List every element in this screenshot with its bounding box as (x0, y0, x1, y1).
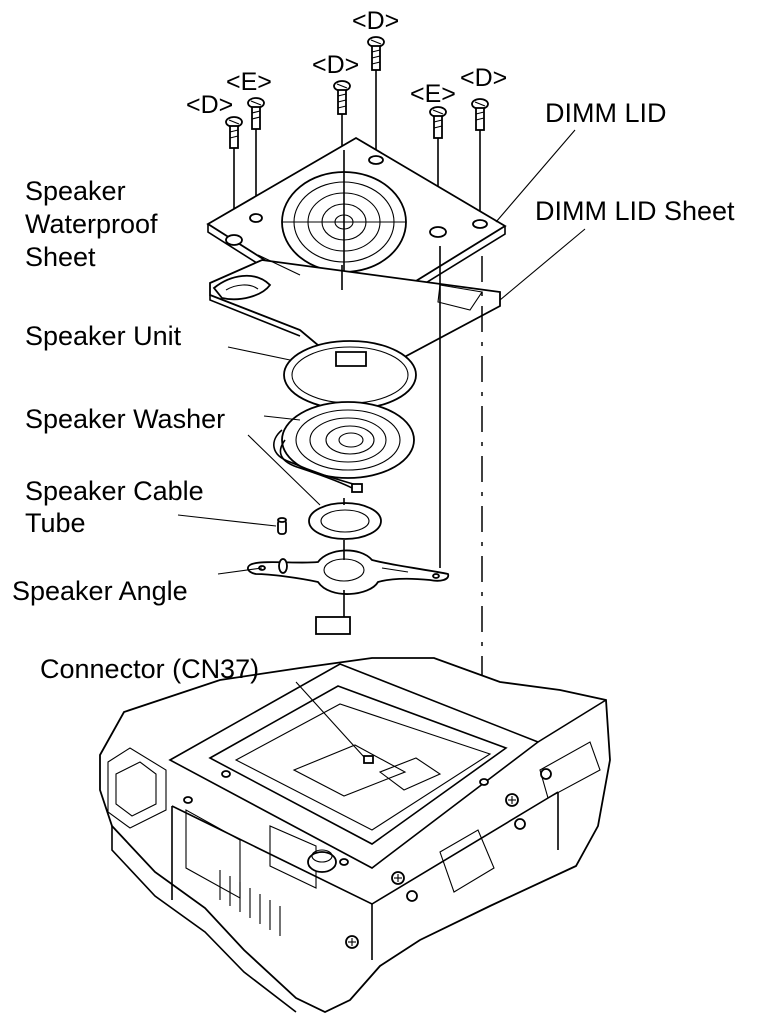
speaker-pad (315, 616, 351, 635)
label-dimm-lid: DIMM LID (545, 98, 667, 128)
screw-d-right (471, 98, 489, 218)
speaker-angle (247, 549, 450, 595)
speaker-washer (308, 502, 382, 540)
alignment-lines (341, 246, 483, 770)
leader-speaker-angle (217, 567, 263, 575)
leader-speaker-washer (247, 434, 321, 506)
screw-label-d-left: <D> (186, 91, 233, 119)
label-line: Waterproof (25, 209, 158, 239)
label-speaker-angle: Speaker Angle (12, 576, 188, 606)
label-connector: Connector (CN37) (40, 654, 259, 684)
label-speaker-cable-tube: Speaker Cable Tube (25, 476, 204, 538)
base-screw-icon (345, 768, 552, 949)
screw-d-top (367, 36, 385, 155)
speaker (273, 401, 415, 493)
label-speaker-washer: Speaker Washer (25, 404, 225, 434)
leader-waterproof-sheet (257, 254, 301, 276)
leader-dimm-lid-sheet (499, 228, 586, 301)
label-line: Speaker (25, 176, 126, 206)
screw-label-d-center: <D> (312, 51, 359, 79)
speaker-waterproof-sheet (212, 274, 272, 301)
leader-speaker-unit (227, 346, 291, 361)
screw-label-e-left: <E> (226, 68, 272, 96)
label-speaker-waterproof-sheet: Speaker Waterproof Sheet (25, 176, 158, 272)
vent-slots (219, 870, 281, 936)
screw-label-d-right: <D> (460, 64, 507, 92)
speaker-unit-ring (283, 340, 417, 410)
screw-d-center (333, 80, 351, 170)
label-speaker-unit: Speaker Unit (25, 321, 182, 351)
screw-label-e-right: <E> (410, 80, 456, 108)
leader-dimm-lid (495, 129, 576, 223)
label-line: Speaker Cable (25, 476, 204, 506)
label-line: Tube (25, 508, 86, 538)
leader-connector (295, 681, 365, 758)
leader-cable-tube (177, 514, 277, 527)
dimm-lid (206, 136, 507, 327)
label-line: Sheet (25, 242, 96, 272)
speaker-cable-tube (277, 517, 287, 535)
screw-label-d-top: <D> (352, 7, 399, 35)
label-dimm-lid-sheet: DIMM LID Sheet (535, 196, 735, 226)
computer-base (99, 657, 611, 1013)
leader-speaker (263, 415, 301, 421)
